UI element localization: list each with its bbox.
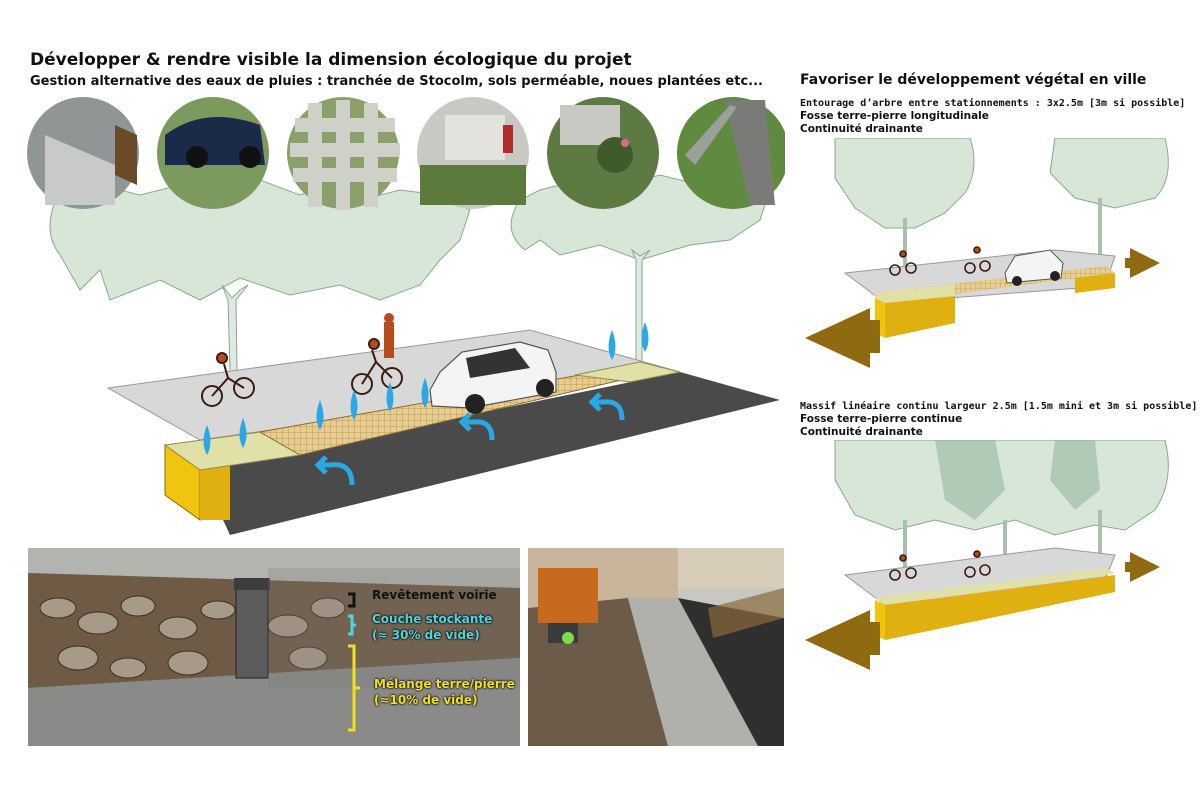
photo-pave-joint-engazonne (287, 97, 400, 210)
scenario-1-line-2: Fosse terre-pierre longitudinale (800, 110, 989, 122)
cross-section-render (28, 548, 520, 746)
photo-jardin-plante (547, 97, 659, 209)
photo-stationnement-pave-gazon (157, 97, 269, 209)
photo-strip (27, 97, 785, 210)
scenario-2-line-3: Continuité drainante (800, 426, 923, 438)
scenario-2-arrow-left (805, 610, 880, 670)
scenario-2-line-2: Fosse terre-pierre continue (800, 413, 963, 425)
page-title: Développer & rendre visible la dimension… (30, 50, 632, 70)
scenario-1-arrow-left (805, 308, 880, 368)
scenario-2-diagram (805, 440, 1169, 670)
photo-noue-plantee-rue (417, 97, 529, 209)
pedestrian-icon (384, 313, 394, 358)
layer-stockante-label: Couche stockante (372, 612, 493, 626)
construction-photo (528, 548, 784, 746)
scenario-1-line-3: Continuité drainante (800, 123, 923, 135)
scenario-1-cyclists-icon (889, 246, 991, 276)
scenario-1-diagram (805, 138, 1169, 368)
water-flow-arrows (314, 392, 625, 486)
layer-revetement-label: Revêtement voirie (372, 588, 497, 602)
page-subtitle: Gestion alternative des eaux de pluies :… (30, 74, 763, 89)
scenario-2-arrow-right (1125, 552, 1160, 582)
tree-trunk-right (630, 248, 651, 373)
scenario-1-tree-canopy-right (1049, 138, 1169, 209)
inspection-chamber (235, 587, 269, 679)
scenario-1-notes: Entourage d’arbre entre stationnements :… (800, 97, 1185, 136)
asphalt-road (200, 372, 780, 535)
trench-front (200, 465, 230, 520)
layer-melange-label: Mélange terre/pierre (374, 677, 515, 691)
layer-melange-detail: (≈10% de vide) (374, 693, 478, 707)
main-street-diagram (49, 174, 780, 535)
scenario-1-arrow-right (1125, 248, 1160, 278)
scenario-2-cyclists-icon (889, 550, 991, 581)
car-icon (429, 341, 557, 414)
scenario-2-line-1: Massif linéaire continu largeur 2.5m [1.… (800, 401, 1198, 412)
photo-tranchee-drainante (27, 97, 139, 209)
right-panel-title: Favoriser le développement végétal en vi… (800, 72, 1147, 88)
cyclist-left-icon (201, 352, 255, 407)
photo-piste-cyclable-plantee (677, 97, 785, 209)
tree-canopy-left (49, 179, 471, 301)
cyclist-middle-icon (351, 338, 403, 395)
layer-stockante-detail: (≈ 30% de vide) (372, 628, 480, 642)
scenario-1-car-icon (1004, 249, 1064, 286)
scenario-1-tree-canopy-left (834, 138, 975, 229)
scenario-2-notes: Massif linéaire continu largeur 2.5m [1.… (800, 400, 1197, 439)
scenario-1-line-1: Entourage d’arbre entre stationnements :… (800, 98, 1186, 109)
planted-strip-right (574, 361, 681, 383)
water-drops (203, 322, 649, 455)
